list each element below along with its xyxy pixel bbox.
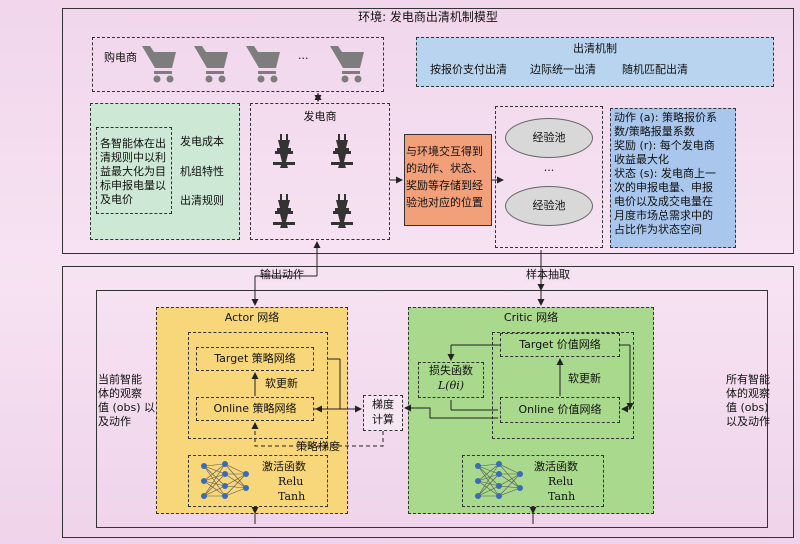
experience-pool-label: 经验池 — [532, 199, 566, 212]
agent-inner-frame — [96, 290, 768, 528]
loss-label: 损失函数 — [429, 364, 473, 377]
agent-factor: 机组特性 — [180, 165, 224, 178]
environment-title: 环境: 发电商出清机制模型 — [358, 10, 498, 24]
cart-icon — [330, 46, 364, 83]
definition-box — [610, 108, 736, 248]
cart-ellipsis: ··· — [298, 52, 309, 65]
cart-icon — [194, 46, 228, 83]
actor-target-box — [196, 347, 314, 371]
critic-title: Critic 网络 — [503, 311, 559, 324]
generator-icon — [273, 134, 295, 168]
actor-online-label: Online 策略网络 — [213, 402, 297, 415]
agent-factor: 发电成本 — [180, 135, 224, 148]
agent-goal-line: 益最大化为目 — [100, 165, 166, 178]
generator-icon-group — [273, 134, 353, 228]
clearing-option: 按报价支付出清 — [430, 63, 507, 76]
interaction-line: 与环境交互得到 — [406, 145, 483, 158]
critic-activation-fn: Tanh — [548, 490, 576, 503]
interaction-box — [404, 134, 492, 226]
definition-line: 占比作为状态空间 — [614, 223, 702, 236]
critic-inner-box — [492, 332, 634, 439]
agent-frame — [62, 266, 794, 538]
agent-goal-line: 各智能体在出 — [100, 137, 166, 150]
definition-line: 次的申报电量、申报 — [614, 181, 713, 194]
generator-label: 发电商 — [303, 110, 337, 123]
neural-network-icon — [201, 461, 249, 499]
cart-icon-group — [142, 46, 364, 83]
definition-line: 奖励 (r): 每个发电商 — [614, 139, 715, 152]
actor-title: Actor 网络 — [224, 311, 280, 324]
output-action-label: 输出动作 — [258, 268, 306, 282]
gradient-calc-line: 梯度 — [372, 398, 394, 411]
clearing-option: 边际统一出清 — [530, 63, 596, 76]
experience-pool-ellipse — [505, 118, 593, 158]
environment-frame — [62, 8, 794, 254]
policy-gradient-label: 策略梯度 — [296, 440, 340, 454]
left-note-line: 及动作 — [98, 415, 131, 428]
clearing-box — [416, 37, 774, 87]
generator-icon — [273, 194, 295, 228]
interaction-line: 验池对应的位置 — [406, 196, 483, 209]
cart-icon — [246, 46, 280, 83]
definition-line: 数/策略报量系数 — [614, 125, 695, 138]
agent-info-box — [90, 103, 240, 240]
agent-goal-line: 清规则中以利 — [100, 151, 166, 164]
definition-line: 动作 (a): 策略报价系 — [614, 111, 718, 124]
generator-box — [250, 103, 390, 240]
right-note-line: 所有智能 — [726, 373, 770, 386]
gradient-calc-line: 计算 — [372, 413, 394, 426]
critic-soft-update: 软更新 — [568, 372, 601, 385]
experience-pool-box — [495, 106, 603, 248]
actor-activation-fn: Tanh — [278, 490, 306, 503]
definition-line: 电价以及成交电量在 — [614, 195, 713, 208]
cart-icon — [142, 46, 176, 83]
actor-activation-fn: Relu — [278, 475, 304, 488]
critic-target-label: Target 价值网络 — [519, 338, 601, 351]
agent-goal-line: 及电价 — [100, 193, 133, 206]
definition-line: 月度市场总需求中的 — [614, 209, 713, 222]
critic-activation-box — [462, 455, 604, 507]
interaction-line: 的动作、状态、 — [406, 162, 483, 175]
loss-box — [418, 362, 484, 398]
pool-ellipsis: ··· — [543, 164, 555, 177]
generator-icon — [331, 194, 353, 228]
agent-goal-line: 标申报电量以 — [100, 179, 166, 192]
buyer-box — [92, 37, 384, 92]
critic-activation-fn: Relu — [548, 475, 574, 488]
right-note-line: 体的观察 — [726, 387, 770, 400]
loss-formula: L(θi) — [437, 379, 465, 392]
agent-goal-box — [96, 127, 172, 214]
buyer-label: 购电商 — [104, 51, 137, 64]
neural-network-icon — [475, 461, 523, 499]
right-note-line: 值 (obs) — [726, 401, 769, 414]
critic-online-label: Online 价值网络 — [518, 403, 602, 416]
definition-line: 状态 (s): 发电商上一 — [614, 167, 717, 180]
actor-soft-update: 软更新 — [265, 377, 298, 390]
actor-online-box — [196, 397, 314, 421]
definition-line: 收益最大化 — [614, 153, 669, 166]
clearing-title: 出清机制 — [573, 42, 617, 55]
left-note-line: 当前智能 — [98, 373, 142, 386]
critic-target-box — [500, 333, 620, 357]
clearing-option: 随机匹配出清 — [622, 63, 688, 76]
critic-online-box — [500, 397, 620, 423]
actor-target-label: Target 策略网络 — [214, 352, 296, 365]
critic-activation-title: 激活函数 — [534, 460, 578, 473]
experience-pool-label: 经验池 — [532, 131, 566, 144]
right-note-line: 以及动作 — [726, 415, 770, 428]
left-note-line: 值 (obs) 以 — [98, 401, 156, 414]
interaction-line: 奖励等存储到经 — [406, 179, 483, 192]
left-note-line: 体的观察 — [98, 387, 142, 400]
agent-factor: 出清规则 — [180, 194, 224, 207]
actor-activation-box — [188, 455, 328, 507]
sample-draw-label: 样本抽取 — [524, 268, 572, 282]
experience-pool-ellipse — [505, 186, 593, 226]
actor-activation-title: 激活函数 — [262, 460, 306, 473]
generator-icon — [331, 134, 353, 168]
